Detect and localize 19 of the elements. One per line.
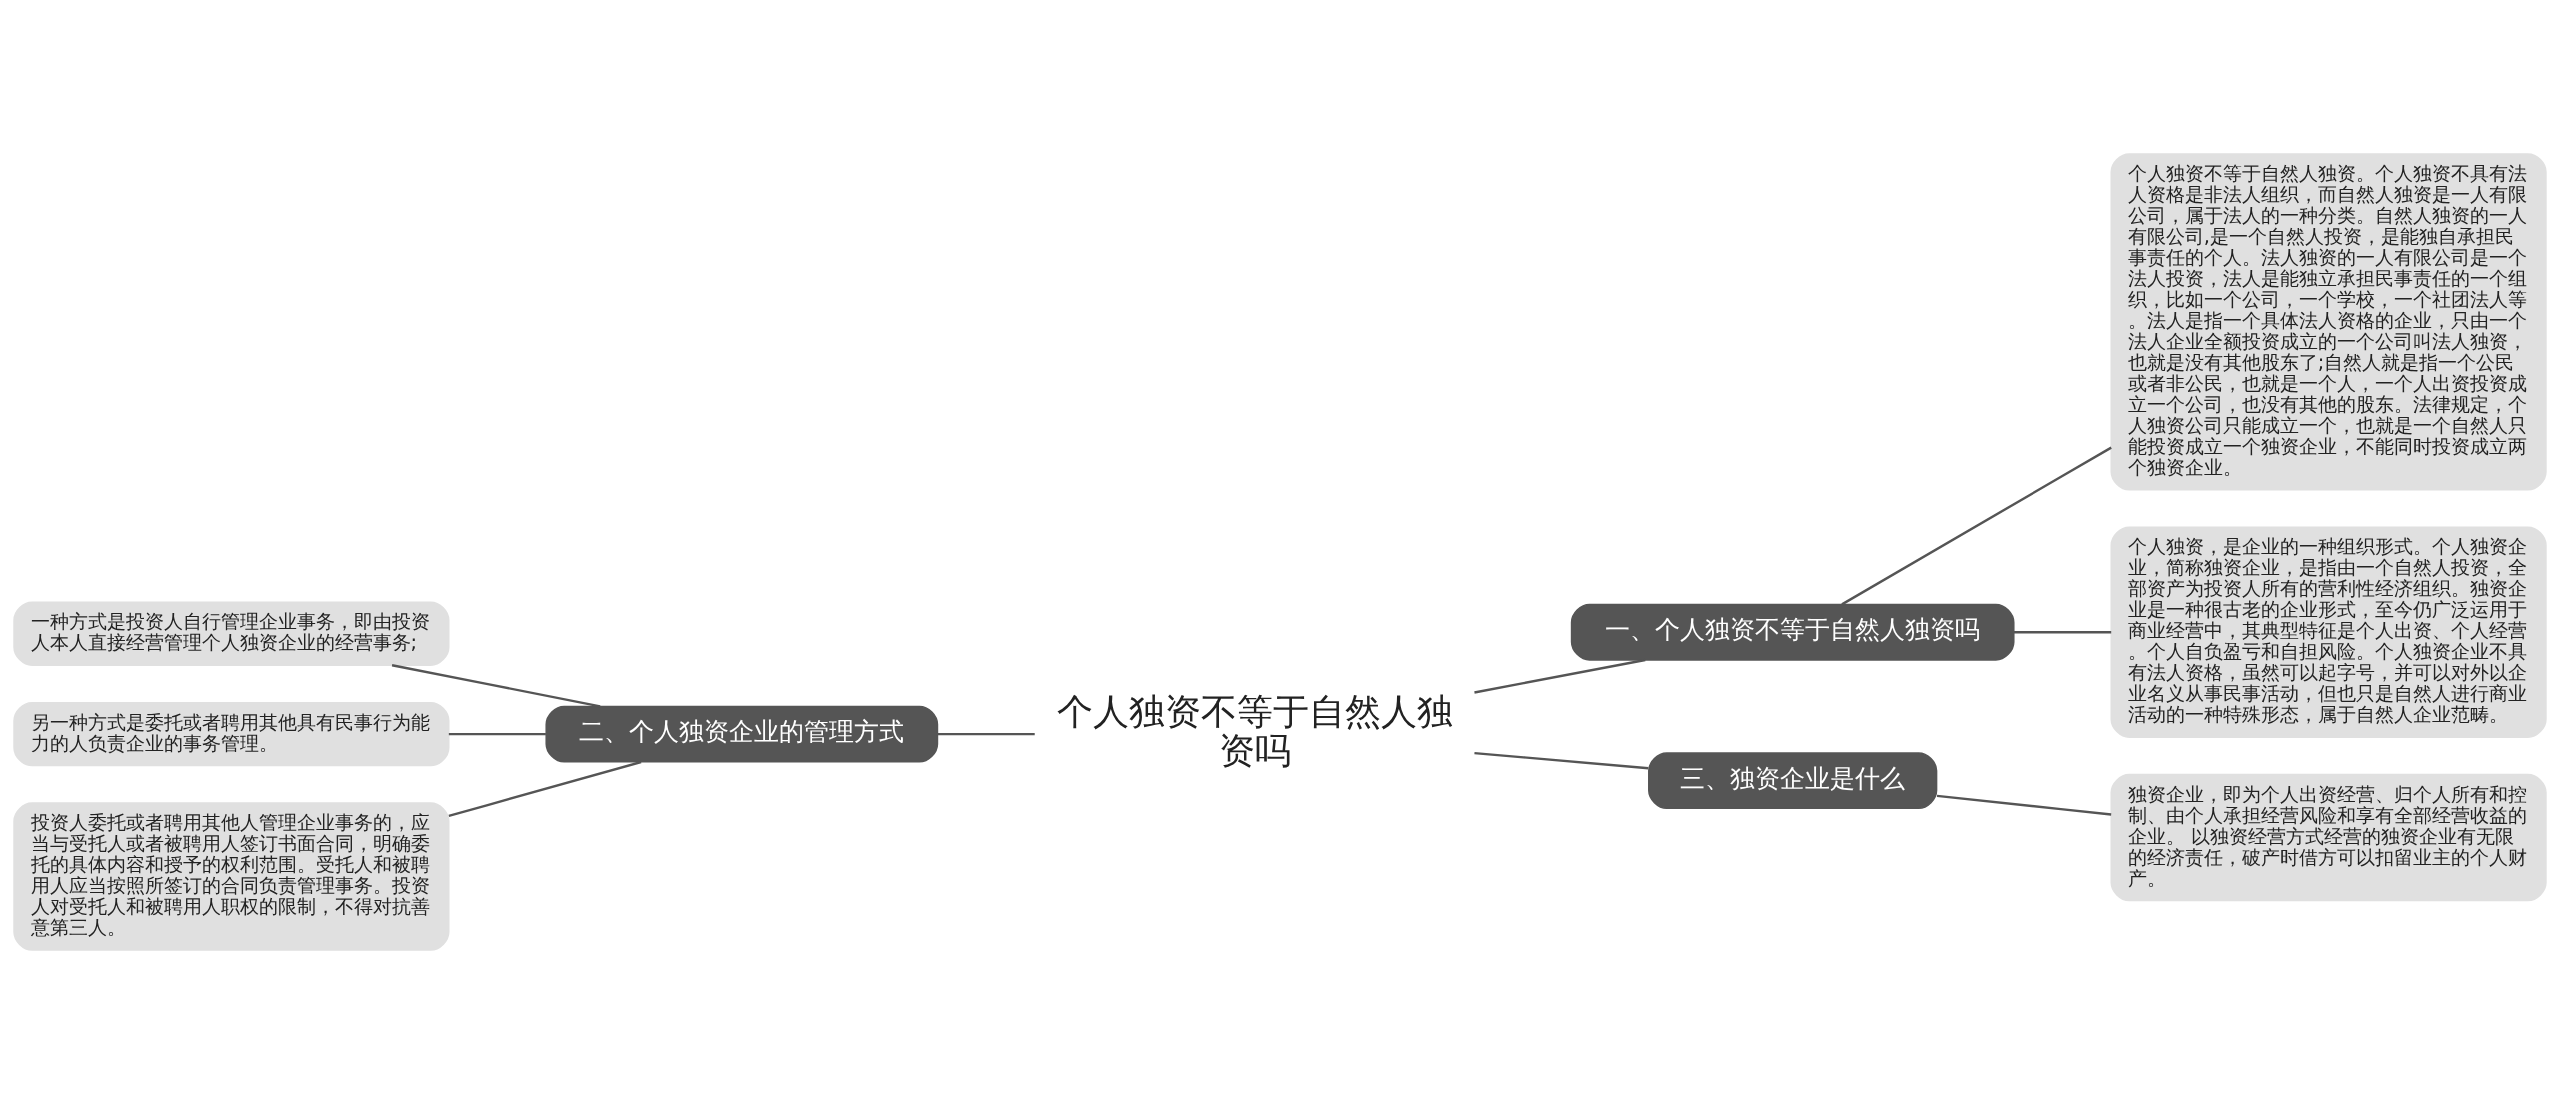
node-box: 个人独资，是企业的一种组织形式。个人独资企业，简称独资企业，是指由一个自然人投资，全部资产为投资人所有的营利性经济组织。独资企业是一种很古老的企业形式，至今仍广泛运用于商业经营中，其典型特征是个人出资、个人经营。个人自负盈亏和自担风险。个人独资企业不具有法人资格，虽然可以起字号，并可以对外以企业名义从事民事活动，但也只是自然人进行商业活动的一种特殊形态，属于自然人企业范畴。 [2110,526,2547,738]
node-box: 一种方式是投资人自行管理企业事务，即由投资人本人直接经营管理个人独资企业的经营事务; [13,600,450,666]
node-box: 独资企业，即为个人出资经营、归个人所有和控制、由个人承担经营风险和享有全部经营收益的企业。 以独资经营方式经营的独资企业有无限的经济责任，破产时借方可以扣留业主的个人财产。 [2110,773,2547,901]
node-text: 个人独资不等于自然人独资吗 [1056,690,1453,771]
node-box: 投资人委托或者聘用其他人管理企业事务的，应当与受托人或者被聘用人签订书面合同，明确委托的具体内容和授予的权利范围。受托人和被聘用人应当按照所签订的合同负责管理事务。投资人对受托人和被聘用人职权的限制，不得对抗善意第三人。 [13,801,450,951]
node-box: 个人独资不等于自然人独资。个人独资不具有法人资格是非法人组织，而自然人独资是一人有限公司，属于法人的一种分类。自然人独资的一人有限公司,是一个自然人投资，是能独自承担民事责任的个人。法人独资的一人有限公司是一个法人投资，法人是能独立承担民事责任的一个组织，比如一个公司，一个学校，一个社团法人等。法人是指一个具体法人资格的企业，只由一个法人企业全额投资成立的一个公司叫法人独资，也就是没有其他股东了;自然人就是指一个公民或者非公民，也就是一个人，一个人出资投资成立一个公司，也没有其他的股东。法律规定，个人独资公司只能成立一个，也就是一个自然人只能投资成立一个独资企业，不能同时投资成立两个独资企业。 [2110,152,2547,491]
connector [937,732,1035,735]
connector [448,732,546,735]
node-box: 另一种方式是委托或者聘用其他具有民事行为能力的人负责企业的事务管理。 [13,701,450,766]
node-box: 三、独资企业是什么 [1648,751,1938,809]
node-box: 二、个人独资企业的管理方式 [545,705,939,763]
connector [391,663,601,708]
connector [448,760,642,817]
connector [1474,751,1649,769]
connector [1474,658,1646,694]
connector [1841,446,2112,605]
connector [1936,794,2112,816]
connector [2014,630,2112,633]
node-box: 一、个人独资不等于自然人独资吗 [1570,603,2015,661]
